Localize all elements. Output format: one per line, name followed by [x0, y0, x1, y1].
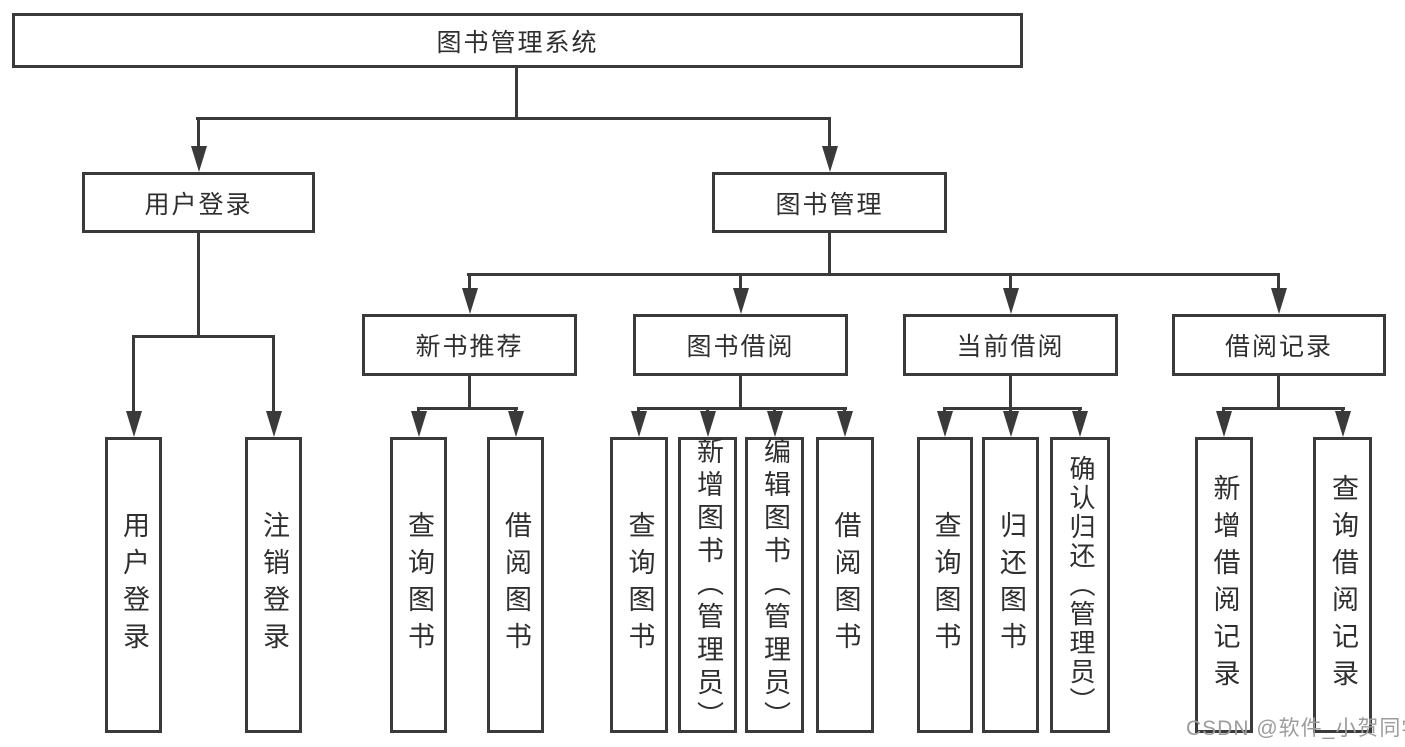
arrow-to-confirm-return-admin — [1071, 407, 1088, 437]
rail-level3 — [467, 273, 1280, 276]
leaf-confirm-return-admin: 确认归还（管理员） — [1050, 437, 1110, 733]
trunk-current-borrow — [1009, 376, 1012, 409]
trunk-borrow-records — [1277, 376, 1280, 409]
rail-user-login — [132, 335, 275, 338]
trunk-book-management — [828, 233, 831, 275]
leaf-query-books-current: 查询图书 — [917, 437, 973, 733]
node-label: 图书借阅 — [686, 333, 795, 361]
node-label: 借阅记录 — [1224, 333, 1333, 361]
leaf-return-book: 归还图书 — [982, 437, 1039, 733]
rail-current-borrow — [943, 407, 1082, 410]
node-label: 用户登录 — [144, 190, 253, 219]
leaf-label: 查询图书 — [930, 511, 961, 659]
node-current-borrow: 当前借阅 — [903, 314, 1118, 376]
arrow-to-borrow-records — [1270, 273, 1287, 314]
arrow-to-query-borrow-record — [1334, 407, 1351, 437]
arrow-to-book-borrow — [732, 273, 749, 314]
leaf-label: 查询借阅记录 — [1328, 474, 1359, 696]
leaf-label: 新增借阅记录 — [1209, 474, 1240, 696]
node-label: 当前借阅 — [956, 333, 1065, 361]
arrow-to-user-login — [190, 117, 207, 172]
leaf-label: 借阅图书 — [501, 511, 532, 659]
leaf-label: 归还图书 — [996, 511, 1027, 659]
arrow-to-query-books-borrow — [630, 407, 647, 437]
trunk-book-borrow — [739, 376, 742, 409]
node-book-management: 图书管理 — [712, 172, 947, 233]
arrow-to-book-management — [821, 117, 838, 172]
arrow-to-borrow-books — [836, 407, 853, 437]
csdn-watermark: CSDN @软件_小贺同学 — [1186, 717, 1405, 740]
leaf-label: 查询图书 — [624, 511, 655, 659]
leaf-user-login: 用户登录 — [105, 437, 162, 733]
leaf-label: 新增图书（管理员） — [693, 436, 724, 734]
trunk-root — [515, 68, 518, 119]
node-label: 图书管理系统 — [436, 28, 599, 57]
node-library-system: 图书管理系统 — [12, 13, 1023, 68]
rail-level1 — [196, 117, 831, 120]
trunk-new-book-recommend — [468, 376, 471, 409]
leaf-label: 确认归还（管理员） — [1065, 454, 1096, 716]
leaf-query-borrow-record: 查询借阅记录 — [1313, 437, 1372, 733]
node-book-borrow: 图书借阅 — [633, 314, 848, 376]
arrow-to-add-borrow-record — [1215, 407, 1232, 437]
leaf-edit-book-admin: 编辑图书（管理员） — [745, 436, 804, 734]
leaf-label: 查询图书 — [404, 511, 435, 659]
leaf-borrow-books-recommend: 借阅图书 — [487, 437, 544, 733]
arrow-to-return-book — [1002, 407, 1019, 437]
leaf-borrow-books: 借阅图书 — [816, 437, 874, 733]
rail-book-borrow — [637, 407, 847, 410]
leaf-label: 编辑图书（管理员） — [760, 436, 791, 734]
node-label: 图书管理 — [775, 190, 884, 219]
leaf-label: 借阅图书 — [830, 511, 861, 659]
rail-borrow-records — [1222, 407, 1345, 410]
node-label: 新书推荐 — [415, 333, 524, 361]
arrow-to-query-books-recommend — [410, 407, 427, 437]
node-user-login: 用户登录 — [82, 172, 315, 233]
arrow-to-new-book-recommend — [461, 273, 478, 314]
arrow-to-edit-book-admin — [766, 407, 783, 437]
leaf-query-books-borrow: 查询图书 — [610, 437, 668, 733]
leaf-logout: 注销登录 — [245, 437, 302, 733]
arrow-to-borrow-books-recommend — [507, 407, 524, 437]
leaf-label: 注销登录 — [259, 511, 290, 659]
arrow-to-add-book-admin — [699, 407, 716, 437]
arrow-to-leaf-user-login — [125, 335, 142, 437]
leaf-query-books-recommend: 查询图书 — [390, 437, 447, 733]
node-borrow-records: 借阅记录 — [1172, 314, 1386, 376]
node-new-book-recommend: 新书推荐 — [362, 314, 577, 376]
arrow-to-current-borrow — [1002, 273, 1019, 314]
rail-new-book-recommend — [417, 407, 518, 410]
leaf-add-borrow-record: 新增借阅记录 — [1195, 437, 1253, 733]
arrow-to-leaf-logout — [265, 335, 282, 437]
trunk-user-login — [197, 233, 200, 337]
arrow-to-query-books-current — [936, 407, 953, 437]
leaf-add-book-admin: 新增图书（管理员） — [678, 436, 737, 734]
leaf-label: 用户登录 — [119, 511, 150, 659]
